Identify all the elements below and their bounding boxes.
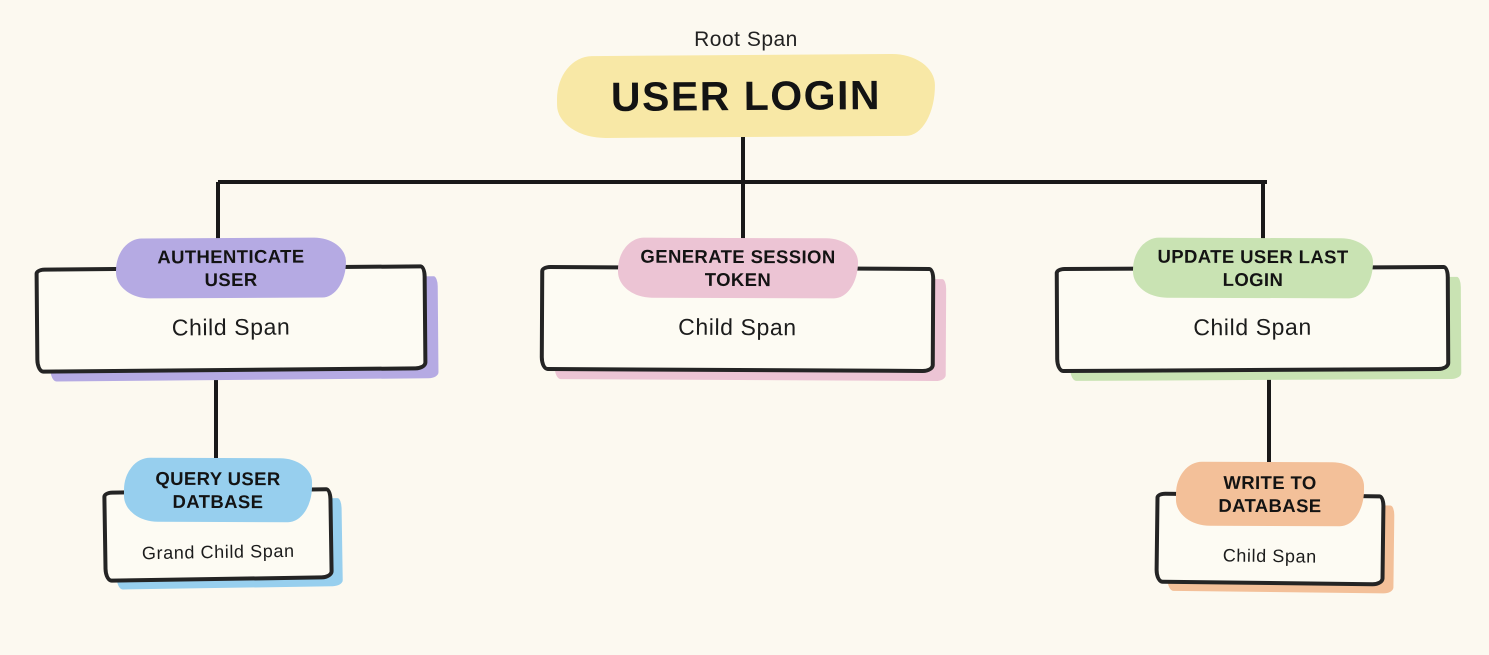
grandchild-node-query-user-database[interactable]: QUERY USER DATBASE Grand Child Span bbox=[102, 457, 334, 583]
node-label-text: UPDATE USER LAST LOGIN bbox=[1156, 245, 1349, 291]
child-node-authenticate-user[interactable]: AUTHENTICATE USER Child Span bbox=[34, 237, 428, 374]
node-label-blob: QUERY USER DATBASE bbox=[123, 457, 313, 523]
node-body-text: Child Span bbox=[1193, 313, 1312, 340]
root-span-tag: Root Span bbox=[694, 28, 798, 51]
node-body-text: Child Span bbox=[678, 313, 797, 340]
node-label-blob: UPDATE USER LAST LOGIN bbox=[1132, 237, 1373, 299]
child-node-generate-session-token[interactable]: GENERATE SESSION TOKEN Child Span bbox=[539, 237, 936, 374]
child-node-update-user-last-login[interactable]: UPDATE USER LAST LOGIN Child Span bbox=[1054, 237, 1451, 374]
node-label-blob: WRITE TO DATABASE bbox=[1175, 461, 1365, 527]
connector-update-to-write bbox=[1267, 370, 1271, 465]
root-node-title: USER LOGIN bbox=[610, 71, 882, 120]
node-label-text: GENERATE SESSION TOKEN bbox=[639, 245, 836, 291]
node-label-text: QUERY USER DATBASE bbox=[155, 467, 281, 513]
node-label-blob: AUTHENTICATE USER bbox=[115, 237, 347, 299]
connector-auth-to-query bbox=[214, 370, 218, 460]
connector-right-drop bbox=[1261, 182, 1265, 240]
node-label-blob: GENERATE SESSION TOKEN bbox=[617, 237, 858, 299]
connector-root-down bbox=[741, 134, 745, 182]
root-node-user-login[interactable]: USER LOGIN bbox=[556, 53, 936, 139]
grandchild-node-write-to-database[interactable]: WRITE TO DATABASE Child Span bbox=[1154, 461, 1386, 587]
connector-left-drop bbox=[216, 182, 220, 240]
node-body-text: Child Span bbox=[171, 312, 291, 341]
connector-center-drop bbox=[741, 182, 745, 242]
node-label-text: WRITE TO DATABASE bbox=[1218, 471, 1322, 517]
node-label-text: AUTHENTICATE USER bbox=[157, 245, 305, 291]
